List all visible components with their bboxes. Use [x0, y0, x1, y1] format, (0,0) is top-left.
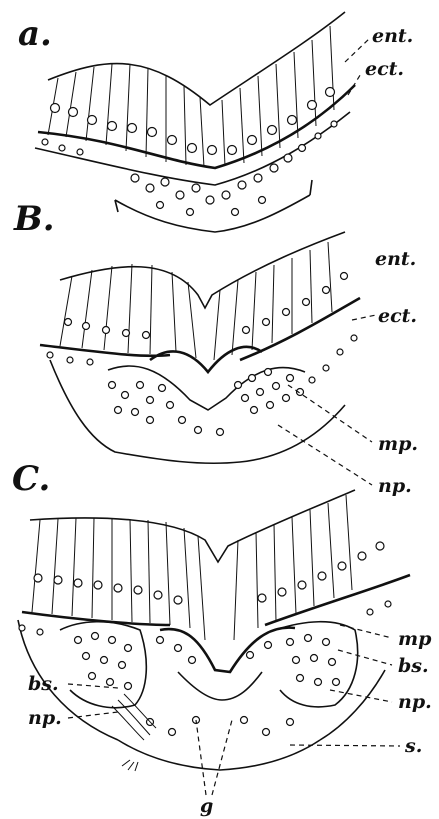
leader-b-ect — [352, 315, 376, 320]
panel-a-tissue — [35, 12, 355, 232]
panel-a-nuclei — [51, 88, 335, 155]
panel-c: C. — [12, 459, 432, 817]
leader-c-g-right — [212, 720, 232, 795]
label-b-np: np. — [378, 475, 412, 497]
label-c-s: s. — [404, 735, 422, 757]
leader-c-bs-right — [338, 650, 392, 665]
label-a-ect: ect. — [365, 58, 404, 80]
panel-b-columnar-cells — [60, 242, 332, 360]
label-c-np-left: np. — [28, 707, 62, 729]
label-c-mp: mp — [398, 628, 432, 650]
label-c-bs-left: bs. — [28, 673, 59, 695]
label-b-ent: ent. — [375, 248, 416, 270]
panel-a-letter: a. — [18, 14, 52, 54]
leader-c-g-left — [196, 720, 206, 795]
panel-b-tissue — [40, 232, 360, 463]
label-a-ent: ent. — [372, 25, 413, 47]
label-c-g: g — [200, 795, 213, 817]
panel-b: B. — [13, 199, 418, 497]
panel-b-letter: B. — [13, 199, 55, 239]
label-c-np-right: np. — [398, 691, 432, 713]
leader-c-s — [290, 745, 400, 746]
leader-a-ect — [348, 72, 362, 95]
label-b-mp: mp. — [378, 433, 418, 455]
panel-c-letter: C. — [12, 459, 50, 499]
panel-a: a. — [18, 12, 413, 232]
label-c-bs-right: bs. — [398, 655, 429, 677]
panel-c-tissue — [18, 490, 410, 771]
leader-c-np-right — [330, 690, 392, 702]
leader-b-np — [278, 425, 372, 485]
label-b-ect: ect. — [378, 305, 417, 327]
